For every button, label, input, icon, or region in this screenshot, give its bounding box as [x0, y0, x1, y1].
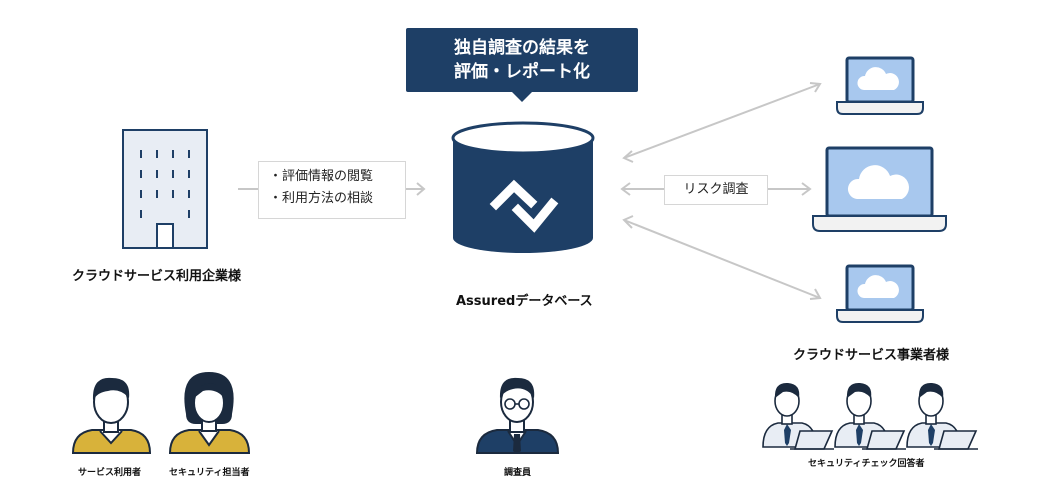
laptop-icon [836, 56, 924, 115]
risk-survey-label: リスク調査 [683, 182, 749, 197]
security-officer-label: セキュリティ担当者 [169, 468, 250, 478]
person-investigator-icon [475, 377, 560, 454]
laptop-icon [836, 264, 924, 323]
callout-box: 独自調査の結果を 評価・レポート化 [406, 28, 638, 92]
callout-line-2: 評価・レポート化 [454, 62, 590, 82]
providers-label: クラウドサービス事業者様 [793, 348, 950, 363]
respondent-icon [762, 382, 834, 450]
investigator-label: 調査員 [504, 468, 532, 478]
respondent-icon [834, 382, 906, 450]
respondent-icon [906, 382, 978, 450]
building-icon [122, 129, 208, 249]
company-label: クラウドサービス利用企業様 [72, 269, 242, 284]
laptop-icon [812, 146, 947, 232]
right-arrows [620, 82, 822, 300]
info-item-consult-usage: ・利用方法の相談 [269, 191, 374, 206]
risk-survey-box: リスク調査 [664, 175, 768, 205]
person-service-user-icon [71, 377, 152, 454]
database-icon [451, 121, 595, 253]
callout-line-1: 独自調査の結果を [454, 38, 590, 58]
left-arrow [238, 182, 426, 196]
info-box: ・評価情報の閲覧 ・利用方法の相談 [258, 161, 406, 219]
checklist-respondent-label: セキュリティチェック回答者 [808, 459, 925, 469]
info-item-view-ratings: ・評価情報の閲覧 [269, 169, 374, 184]
service-user-label: サービス利用者 [78, 468, 142, 478]
callout-tail [512, 92, 532, 102]
person-security-officer-icon [168, 372, 251, 454]
database-label: Assuredデータベース [456, 294, 593, 309]
